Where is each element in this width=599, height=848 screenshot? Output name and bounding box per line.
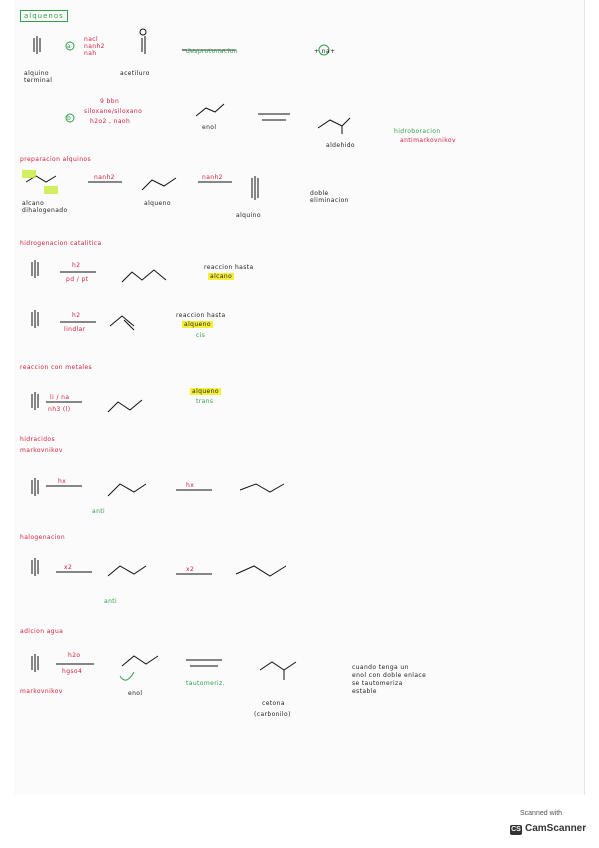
s7-cetona: cetona — [262, 700, 285, 707]
s4-reag-bot: nh3 (l) — [48, 406, 71, 413]
minus-circle — [139, 28, 147, 36]
s7-enol: enol — [128, 690, 143, 697]
s4-trans: trans — [196, 398, 214, 405]
haloalkene-s5 — [107, 483, 147, 497]
s3-r1-highlight: alcano — [208, 273, 235, 280]
highlight-br1 — [22, 170, 36, 178]
dihaloalkene-s6 — [107, 565, 147, 577]
label-desprotonacion: desprotonacion — [186, 48, 238, 55]
highlight-br2 — [44, 186, 58, 194]
trans-alkene — [107, 399, 143, 413]
s7-tautomeriz: tautomeriz. — [186, 680, 225, 687]
scanned-with-text: Scanned with — [520, 810, 563, 817]
s7-note: cuando tenga un enol con doble enlace se… — [352, 664, 427, 695]
label-alquino-s2: alquino — [236, 212, 261, 219]
step-b-label: b — [67, 115, 72, 122]
s3-r1-bot: pd / pt — [66, 276, 89, 283]
s7-carbonilo: (carbonilo) — [254, 711, 291, 718]
heading-hidrogenacion: hidrogenacion catalitica — [20, 240, 102, 247]
alkene-s2 — [141, 177, 177, 191]
reagents-b-mid: siloxane/siloxano — [84, 108, 143, 115]
page-title: alquenos — [20, 10, 68, 22]
s6-reag-2: x2 — [186, 566, 195, 573]
ketone-s7 — [259, 661, 297, 671]
s3-r2-highlight: alqueno — [182, 321, 213, 328]
s5-anti: anti — [92, 508, 106, 515]
s7-reag-top: h2o — [68, 652, 81, 659]
heading-hidracidos: hidracidos — [20, 436, 55, 443]
alkane-s3 — [121, 269, 167, 283]
heading-reaccion-metales: reaccion con metales — [20, 364, 93, 371]
enol-arrow — [119, 671, 135, 681]
s2-reagent-2: nanh2 — [202, 174, 223, 181]
product-circle — [318, 44, 330, 56]
notebook-page — [14, 0, 585, 795]
tetrahalide-s6 — [235, 565, 287, 577]
s6-anti: anti — [104, 598, 118, 605]
heading-preparacion-alquinos: preparacion alquinos — [20, 156, 92, 163]
s5-reag-2: hx — [186, 482, 195, 489]
s6-reag-1: x2 — [64, 564, 73, 571]
sub-markovnikov: markovnikov — [20, 447, 63, 454]
reagents-b-bot: h2o2 , naoh — [90, 118, 131, 125]
step-a-label: a — [67, 43, 72, 50]
heading-halogenacion: halogenacion — [20, 534, 66, 541]
label-enol: enol — [202, 124, 217, 131]
s3-r1-top: h2 — [72, 262, 81, 269]
s3-r2-top: h2 — [72, 312, 81, 319]
cis-alkene — [109, 315, 135, 327]
dihalide-skeleton — [25, 175, 57, 183]
label-aldehido: aldehido — [326, 142, 355, 149]
s3-cis: cis — [196, 332, 206, 339]
label-alcano-dihalogenado: alcano dihalogenado — [22, 200, 68, 214]
s7-reag-bot: hgso4 — [62, 668, 83, 675]
enol-skeleton — [195, 103, 225, 117]
reagents-b-top: 9 bbn — [100, 98, 120, 105]
enol-s7 — [121, 655, 159, 667]
s3-r2-note: reaccion hasta — [176, 312, 226, 319]
gem-dihalide-s5 — [239, 483, 285, 493]
label-acetiluro: acetiluro — [120, 70, 150, 77]
s3-r1-note: reaccion hasta — [204, 264, 254, 271]
label-doble-eliminacion: doble eliminacion — [310, 190, 349, 204]
s2-reagent-1: nanh2 — [94, 174, 115, 181]
label-hidroboracion: hidroboracion — [394, 128, 441, 135]
camscanner-brand-text: CamScanner — [525, 823, 587, 834]
aldehyde-skeleton — [317, 117, 351, 129]
label-alquino-terminal: alquino terminal — [24, 70, 53, 84]
s5-reag-1: hx — [58, 478, 67, 485]
step-a-circle — [65, 41, 75, 51]
s4-reag-top: li / na — [50, 394, 70, 401]
s4-highlight: alqueno — [190, 388, 221, 395]
product-plus: + na+ — [314, 48, 336, 55]
s7-markovnikov: markovnikov — [20, 688, 63, 695]
heading-adicion-agua: adicion agua — [20, 628, 64, 635]
label-antimarkovnikov: antimarkovnikov — [400, 137, 456, 144]
label-alqueno-s2: alqueno — [144, 200, 171, 207]
camscanner-logo-icon: CS — [510, 825, 522, 835]
reagents-a: nacl nanh2 nah — [84, 36, 105, 57]
s3-r2-bot: lindlar — [64, 326, 86, 333]
step-b-circle — [65, 113, 75, 123]
